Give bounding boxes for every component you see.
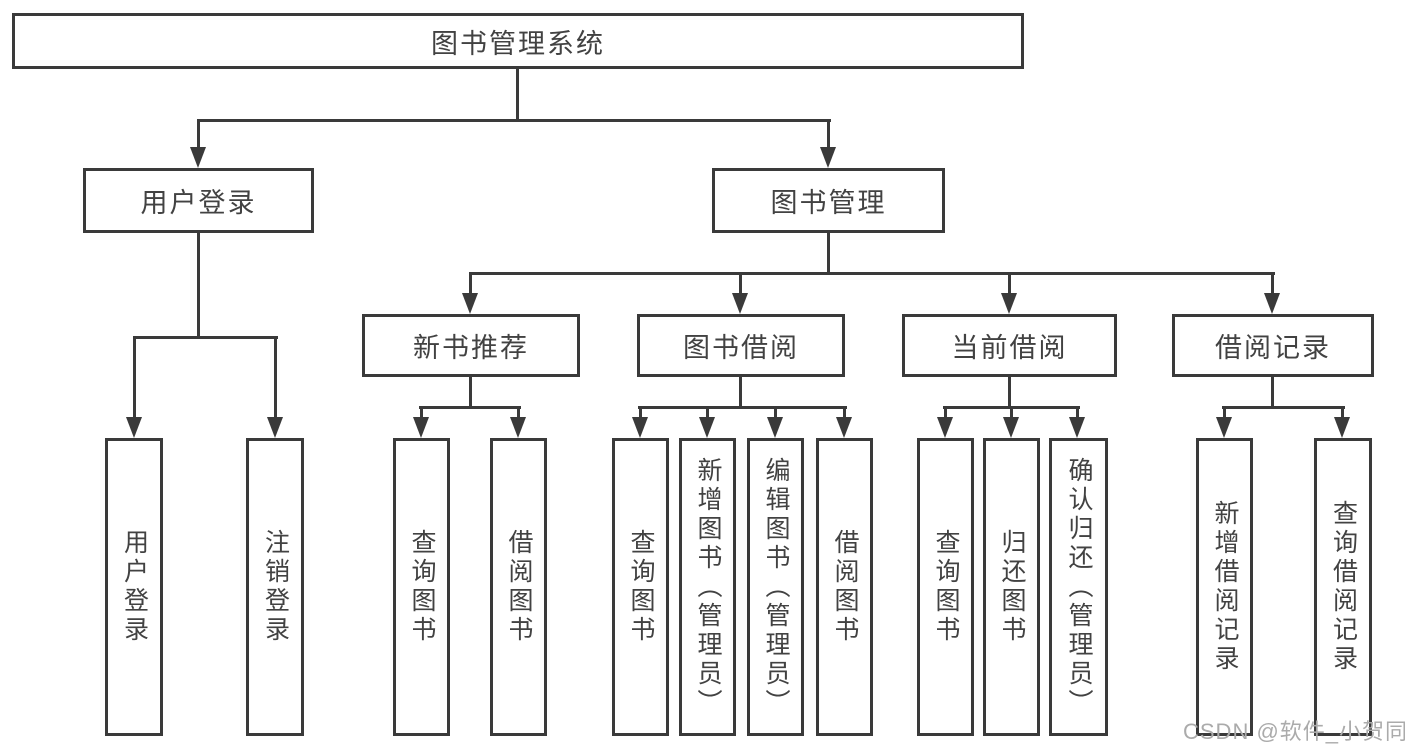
leaf-label: 编辑图书（管理员） (762, 456, 790, 718)
connector-hline (1222, 406, 1345, 409)
leaf-label: 查询图书 (627, 529, 655, 645)
connector-hline (638, 406, 847, 409)
connector-hline (419, 406, 521, 409)
arrow-down-icon (699, 417, 715, 438)
arrow-down-icon (462, 293, 478, 314)
connector-vline (517, 406, 520, 419)
connector-vline (739, 272, 742, 294)
leaf-newbook-query-books: 查询图书 (393, 438, 450, 736)
arrow-down-icon (1334, 417, 1350, 438)
node-book-borrow: 图书借阅 (637, 314, 845, 377)
node-label: 借阅记录 (1215, 333, 1331, 363)
leaf-current-query-books: 查询图书 (917, 438, 974, 736)
arrow-down-icon (1216, 417, 1232, 438)
connector-vline (1076, 406, 1079, 419)
connector-vline (516, 69, 519, 122)
arrow-down-icon (510, 417, 526, 438)
arrow-down-icon (190, 147, 206, 168)
connector-vline (944, 406, 947, 419)
connector-vline (197, 233, 200, 339)
connector-vline (774, 406, 777, 419)
connector-vline (827, 119, 830, 148)
connector-hline (469, 272, 1275, 275)
node-label: 新书推荐 (413, 333, 529, 363)
connector-vline (1008, 272, 1011, 294)
connector-vline (706, 406, 709, 419)
leaf-label: 查询图书 (408, 529, 436, 645)
arrow-down-icon (1264, 293, 1280, 314)
arrow-down-icon (632, 417, 648, 438)
arrow-down-icon (820, 147, 836, 168)
connector-vline (133, 336, 136, 418)
connector-vline (843, 406, 846, 419)
leaf-label: 查询借阅记录 (1329, 500, 1358, 674)
connector-vline (197, 119, 200, 148)
node-label: 图书管理系统 (431, 28, 605, 59)
leaf-label: 确认归还（管理员） (1065, 456, 1093, 718)
connector-vline (1271, 272, 1274, 294)
leaf-borrow-add-books-admin: 新增图书（管理员） (679, 438, 736, 736)
leaf-label: 新增图书（管理员） (694, 456, 722, 718)
connector-vline (739, 377, 742, 409)
leaf-label: 借阅图书 (831, 529, 859, 645)
node-new-book-recommend: 新书推荐 (362, 314, 580, 377)
node-user-login: 用户登录 (83, 168, 314, 233)
node-label: 用户登录 (140, 188, 257, 218)
node-library-management-system: 图书管理系统 (12, 13, 1024, 69)
arrow-down-icon (1069, 417, 1085, 438)
connector-vline (1341, 406, 1344, 419)
node-current-borrow: 当前借阅 (902, 314, 1117, 377)
arrow-down-icon (732, 293, 748, 314)
arrow-down-icon (267, 417, 283, 438)
connector-vline (469, 377, 472, 409)
arrow-down-icon (1003, 417, 1019, 438)
node-label: 当前借阅 (951, 333, 1068, 363)
leaf-label: 借阅图书 (505, 529, 533, 645)
leaf-label: 查询图书 (932, 529, 960, 645)
connector-vline (274, 336, 277, 418)
arrow-down-icon (836, 417, 852, 438)
leaf-label: 用户登录 (120, 529, 149, 645)
leaf-label: 注销登录 (261, 529, 290, 645)
leaf-logout: 注销登录 (246, 438, 304, 736)
node-label: 图书借阅 (683, 333, 799, 363)
node-book-management: 图书管理 (712, 168, 945, 233)
connector-vline (827, 233, 830, 275)
connector-vline (1271, 377, 1274, 409)
connector-vline (1223, 406, 1226, 419)
leaf-current-return-books: 归还图书 (983, 438, 1040, 736)
connector-vline (420, 406, 423, 419)
connector-hline (133, 336, 278, 339)
leaf-label: 归还图书 (998, 529, 1026, 645)
arrow-down-icon (413, 417, 429, 438)
node-label: 图书管理 (770, 188, 887, 218)
csdn-watermark: CSDN @软件_小贺同学 (1183, 719, 1405, 744)
leaf-borrow-borrow-books: 借阅图书 (816, 438, 873, 736)
leaf-records-add-borrow-record: 新增借阅记录 (1196, 438, 1253, 736)
connector-vline (639, 406, 642, 419)
arrow-down-icon (126, 417, 142, 438)
connector-vline (469, 272, 472, 294)
leaf-label: 新增借阅记录 (1211, 500, 1239, 674)
arrow-down-icon (937, 417, 953, 438)
arrow-down-icon (1001, 293, 1017, 314)
leaf-borrow-edit-books-admin: 编辑图书（管理员） (747, 438, 804, 736)
connector-vline (1008, 377, 1011, 409)
leaf-current-confirm-return-admin: 确认归还（管理员） (1049, 438, 1108, 736)
leaf-user-login: 用户登录 (105, 438, 163, 736)
leaf-borrow-query-books: 查询图书 (612, 438, 669, 736)
connector-hline (197, 119, 831, 122)
leaf-records-query-borrow-record: 查询借阅记录 (1314, 438, 1372, 736)
node-borrow-records: 借阅记录 (1172, 314, 1374, 377)
arrow-down-icon (767, 417, 783, 438)
connector-vline (1010, 406, 1013, 419)
leaf-newbook-borrow-books: 借阅图书 (490, 438, 547, 736)
